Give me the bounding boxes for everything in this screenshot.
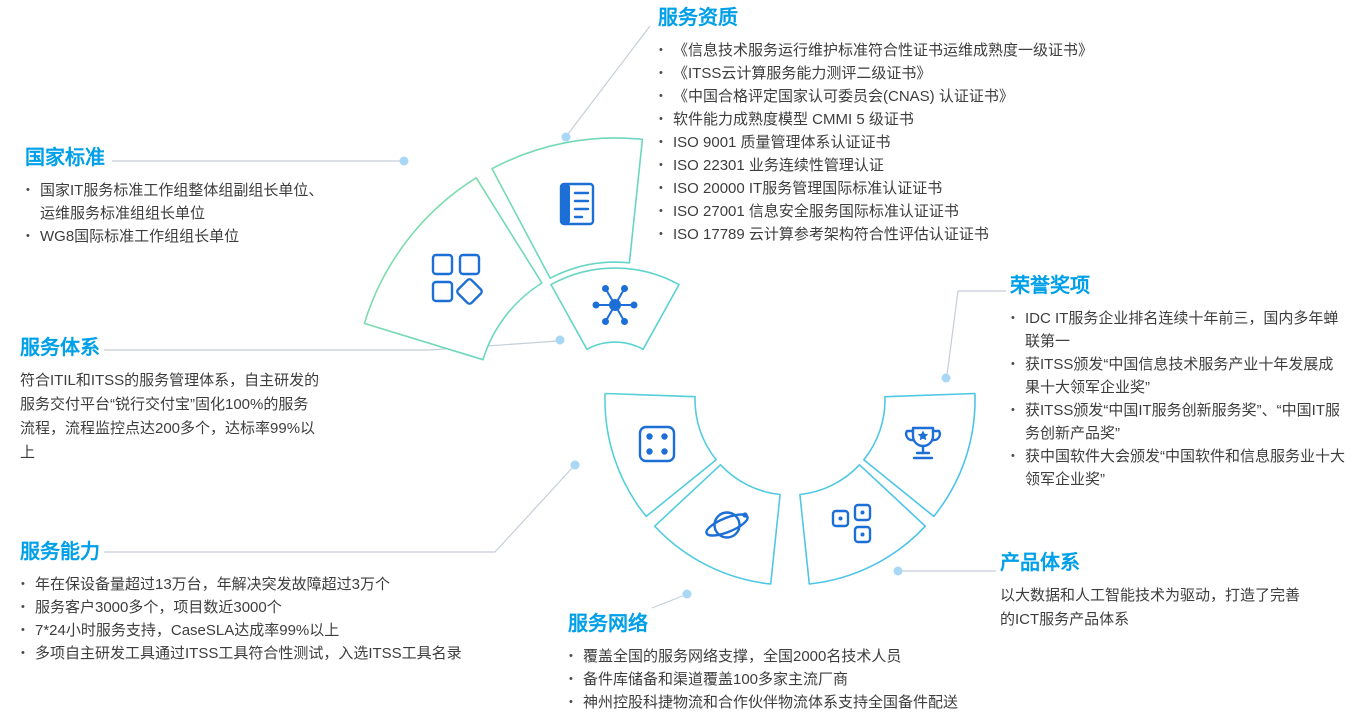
list-item: 多项自主研发工具通过ITSS工具符合性测试，入选ITSS工具名录	[20, 642, 525, 665]
list-item: IDC IT服务企业排名连续十年前三，国内多年蝉联第一	[1010, 307, 1346, 353]
list-item: 备件库储备和渠道覆盖100多家主流厂商	[568, 668, 1053, 691]
section-service-qualifications: 服务资质 《信息技术服务运行维护标准符合性证书运维成熟度一级证书》 《ITSS云…	[658, 6, 1236, 246]
segment-product-system	[799, 464, 927, 585]
connector-service-qualifications	[567, 25, 651, 135]
service-capability-list: 年在保设备量超过13万台，年解决突发故障超过3万个 服务客户3000多个，项目数…	[20, 573, 525, 665]
service-qualifications-list: 《信息技术服务运行维护标准符合性证书运维成熟度一级证书》 《ITSS云计算服务能…	[658, 39, 1236, 246]
list-item: WG8国际标准工作组组长单位	[25, 225, 337, 248]
section-national-standards: 国家标准 国家IT服务标准工作组整体组副组长单位、运维服务标准组组长单位 WG8…	[25, 146, 337, 248]
list-item: ISO 9001 质量管理体系认证证书	[658, 131, 1236, 154]
cubes-icon	[831, 503, 872, 544]
trophy-icon	[904, 426, 942, 460]
service-network-list: 覆盖全国的服务网络支撑，全国2000名技术人员 备件库储备和渠道覆盖100多家主…	[568, 645, 1053, 714]
list-item: 7*24小时服务支持，CaseSLA达成率99%以上	[20, 619, 525, 642]
segment-service-capability	[604, 392, 717, 518]
section-title: 服务资质	[658, 7, 738, 29]
list-item: ISO 22301 业务连续性管理认证	[658, 154, 1236, 177]
connector-honors-awards	[946, 290, 1006, 376]
honors-awards-list: IDC IT服务企业排名连续十年前三，国内多年蝉联第一 获ITSS颁发“中国信息…	[1010, 307, 1346, 491]
list-item: 年在保设备量超过13万台，年解决突发故障超过3万个	[20, 573, 525, 596]
list-item: 《ITSS云计算服务能力测评二级证书》	[658, 62, 1236, 85]
national-standards-list: 国家IT服务标准工作组整体组副组长单位、运维服务标准组组长单位 WG8国际标准工…	[25, 179, 337, 248]
segment-honors-awards	[863, 392, 976, 518]
list-item: 神州控股科捷物流和合作伙伴物流体系支持全国备件配送	[568, 691, 1053, 714]
list-item: 获中国软件大会颁发“中国软件和信息服务业十大领军企业奖”	[1010, 445, 1346, 491]
section-paragraph: 符合ITIL和ITSS的服务管理体系，自主研发的服务交付平台“锐行交付宝”固化1…	[20, 372, 320, 461]
connector-dot-service-capability	[570, 460, 580, 470]
section-title: 荣誉奖项	[1010, 275, 1090, 297]
section-service-system: 服务体系 符合ITIL和ITSS的服务管理体系，自主研发的服务交付平台“锐行交付…	[20, 336, 320, 465]
list-item: 服务客户3000多个，项目数近3000个	[20, 596, 525, 619]
list-item: 《中国合格评定国家认可委员会(CNAS) 认证证书》	[658, 85, 1236, 108]
connector-dot-service-system	[555, 335, 565, 345]
section-title: 服务体系	[20, 337, 100, 359]
list-item: ISO 17789 云计算参考架构符合性评估认证证书	[658, 223, 1236, 246]
connector-service-network	[651, 594, 686, 609]
connector-dot-honors-awards	[941, 373, 951, 383]
section-title: 产品体系	[1000, 552, 1080, 574]
connector-dot-national-standards	[399, 156, 409, 166]
section-paragraph: 以大数据和人工智能技术为驱动，打造了完善的ICT服务产品体系	[1000, 587, 1301, 628]
ring-segments	[363, 137, 976, 585]
list-item: 《信息技术服务运行维护标准符合性证书运维成熟度一级证书》	[658, 39, 1236, 62]
list-item: 获ITSS颁发“中国IT服务创新服务奖”、“中国IT服务创新产品奖”	[1010, 399, 1346, 445]
list-item: 获ITSS颁发“中国信息技术服务产业十年发展成果十大领军企业奖”	[1010, 353, 1346, 399]
connector-dot-service-network	[682, 589, 692, 599]
certificate-icon	[559, 182, 595, 226]
section-service-network: 服务网络 覆盖全国的服务网络支撑，全国2000名技术人员 备件库储备和渠道覆盖1…	[568, 612, 1053, 714]
connector-service-capability	[104, 466, 574, 553]
dot-grid-icon	[638, 425, 676, 463]
segment-service-network	[653, 464, 781, 585]
connector-lines	[104, 25, 1006, 609]
section-honors-awards: 荣誉奖项 IDC IT服务企业排名连续十年前三，国内多年蝉联第一 获ITSS颁发…	[1010, 274, 1346, 491]
planet-icon	[705, 511, 749, 539]
list-item: ISO 27001 信息安全服务国际标准认证证书	[658, 200, 1236, 223]
section-title: 国家标准	[25, 147, 105, 169]
connector-dot-service-qualifications	[561, 132, 571, 142]
connector-service-system	[104, 340, 559, 351]
list-item: 国家IT服务标准工作组整体组副组长单位、运维服务标准组组长单位	[25, 179, 337, 225]
list-item: ISO 20000 IT服务管理国际标准认证证书	[658, 177, 1236, 200]
ring-icons	[431, 182, 942, 544]
section-product-system: 产品体系 以大数据和人工智能技术为驱动，打造了完善的ICT服务产品体系	[1000, 551, 1312, 632]
molecule-icon	[592, 285, 638, 325]
apps-grid-icon	[431, 253, 483, 305]
section-title: 服务网络	[568, 613, 648, 635]
list-item: 软件能力成熟度模型 CMMI 5 级证书	[658, 108, 1236, 131]
section-service-capability: 服务能力 年在保设备量超过13万台，年解决突发故障超过3万个 服务客户3000多…	[20, 540, 525, 665]
section-title: 服务能力	[20, 541, 100, 563]
connector-dot-product-system	[893, 566, 903, 576]
list-item: 覆盖全国的服务网络支撑，全国2000名技术人员	[568, 645, 1053, 668]
